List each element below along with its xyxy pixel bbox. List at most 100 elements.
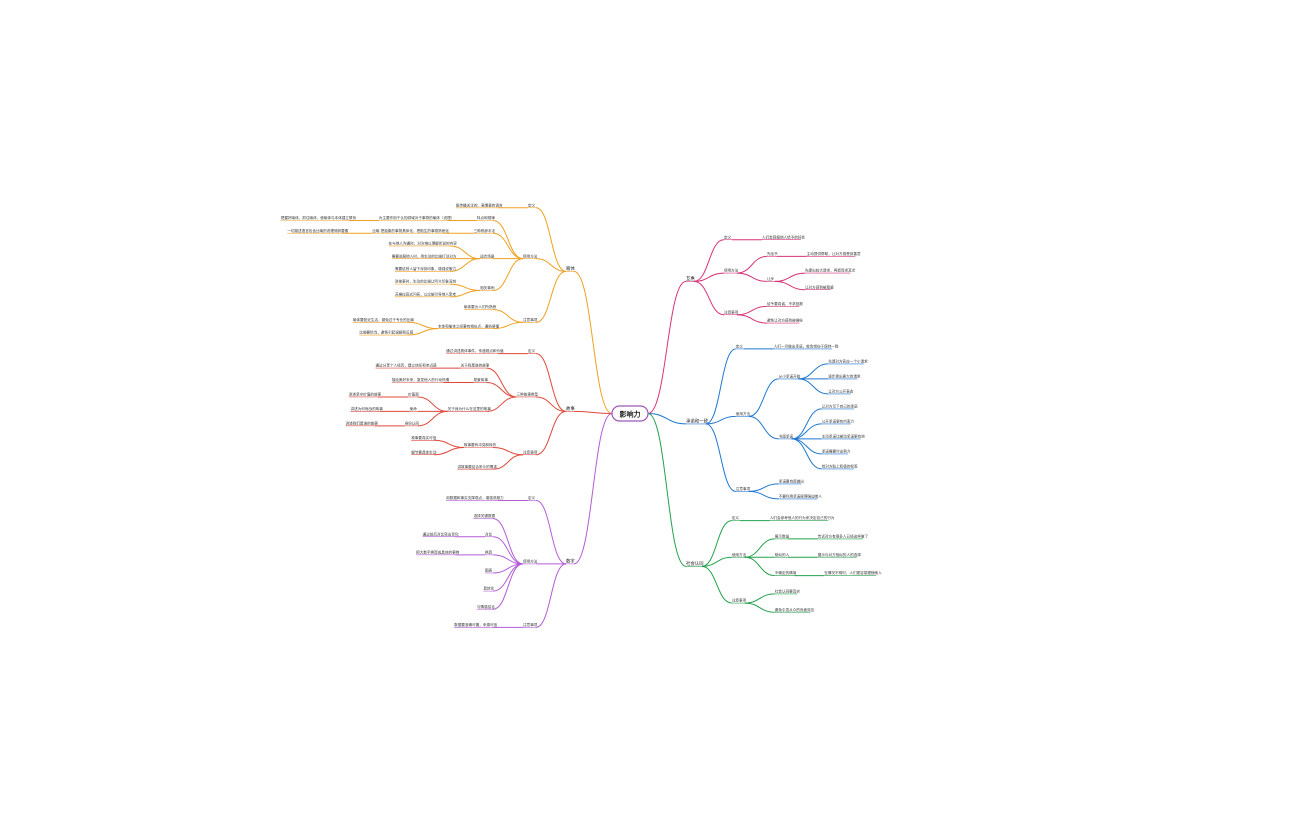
topic-node[interactable]: 喻体要贴近生活，避免过于专业的比喻 [352, 317, 414, 323]
topic-node[interactable]: 从小承诺开始 [778, 374, 801, 380]
topic-node[interactable]: 给予要真诚，不求回报 [766, 301, 803, 307]
topic-node[interactable]: 定义 [735, 344, 744, 350]
topic-node[interactable]: 承诺要自愿做出 [778, 479, 805, 485]
topic-node[interactable]: 具体化 [483, 586, 495, 592]
topic-node[interactable]: 特点和规律 [476, 215, 495, 221]
topic-node[interactable]: 使用方法 [523, 559, 538, 565]
topic-node[interactable]: 用数据和事实支撑观点，增强说服力 [446, 495, 504, 501]
topic-node[interactable]: 描绘美好未来，激发他人的行动热情 [391, 377, 450, 383]
topic-node[interactable]: 三种故事类型 [516, 392, 539, 398]
topic-node[interactable]: 讲故事要结合听众的需求 [457, 464, 497, 470]
topic-node[interactable]: 避免引发从众的负面效应 [774, 607, 815, 613]
topic-node[interactable]: 不确定的情境 [774, 570, 797, 576]
topic-node[interactable]: 通过前后对比突出变化 [422, 531, 459, 538]
topic-node[interactable]: 讲述我们是谁的故事 [345, 420, 379, 427]
topic-node[interactable]: 展示与对方相似的人的选择 [817, 552, 862, 558]
topic-node[interactable]: 故事 [566, 405, 575, 412]
topic-node[interactable]: 比喻 把抽象的事物具体化，把陌生的事物熟悉化 [372, 228, 449, 234]
topic-node[interactable]: 三种修辞手法 [473, 228, 496, 234]
topic-node[interactable]: 讲故事时，生动的比喻让听众印象深刻 [395, 279, 456, 285]
topic-node[interactable]: 相似的人 [774, 552, 790, 558]
topic-node[interactable]: 使命 [409, 406, 418, 412]
topic-node[interactable]: 苏格拉底式问答，以比喻引导他人思考 [395, 291, 456, 298]
topic-node[interactable]: 相关事例 [480, 285, 495, 291]
topic-node[interactable]: 使用方法 [735, 411, 751, 417]
topic-node[interactable]: 公开承诺更有约束力 [821, 419, 855, 425]
topic-node[interactable]: 注意事项 [523, 317, 538, 323]
topic-node[interactable]: 互惠 [686, 275, 695, 282]
topic-node[interactable]: 在与他人沟通时，对方难以理解所说的内容 [388, 241, 458, 247]
topic-node[interactable]: 需要说服他人时，用生动的比喻打动对方 [391, 253, 457, 259]
topic-node[interactable]: 需要给别人留下深刻印象，增强说服力 [395, 266, 456, 272]
topic-node[interactable]: 能传播关注的、高情景的语言 [455, 202, 503, 209]
topic-node[interactable]: 注意事项 [731, 598, 747, 604]
topic-node[interactable]: 对比 [485, 531, 494, 538]
topic-node[interactable]: 先请对方答应一个小请求 [828, 359, 868, 365]
topic-node[interactable]: 避免让对方感到被操纵 [766, 318, 803, 324]
topic-node[interactable]: 让步 [766, 276, 775, 282]
topic-node[interactable]: 图表 [485, 568, 494, 574]
topic-node[interactable]: 定义 [724, 234, 732, 241]
topic-node[interactable]: 先给予 [766, 251, 778, 257]
topic-node[interactable]: 比喻要恰当，避免引起误解和反感 [359, 330, 414, 336]
topic-node[interactable]: 一切描述语言包含比喻的说理修辞要素 [287, 228, 349, 234]
topic-node[interactable]: 适合场景 [480, 253, 495, 259]
topic-node[interactable]: 数据要准确可靠，来源可信 [454, 622, 498, 628]
topic-node[interactable]: 注意事项 [523, 622, 538, 628]
topic-node[interactable]: 为主要作用于认知领域对于事物的喻体（说理） [378, 215, 454, 221]
topic-node[interactable]: 与情感结合 [476, 604, 495, 610]
topic-node[interactable]: 价值观 [407, 392, 419, 398]
topic-node[interactable]: 选择关键数据 [473, 513, 496, 519]
topic-node[interactable]: 故事要有冲突和转折 [463, 442, 497, 448]
topic-node[interactable]: 展示数量 [774, 534, 790, 540]
topic-node[interactable]: 本体和喻体之间要有相似点，通俗易懂 [437, 323, 499, 329]
topic-node[interactable]: 定义 [731, 515, 740, 521]
topic-node[interactable]: 喻体 [566, 265, 575, 272]
topic-node[interactable]: 承诺需要付出努力 [821, 449, 851, 455]
topic-node[interactable]: 告诉对方有很多人已经这样做了 [817, 534, 869, 540]
topic-node[interactable]: 讲述坚守价值的故事 [348, 392, 382, 398]
topic-node[interactable]: 定义 [528, 348, 536, 354]
topic-node[interactable]: 把大数字换算成具体的事物 [416, 549, 460, 556]
topic-node[interactable]: 故事要真实可信 [411, 435, 437, 441]
topic-node[interactable]: 承诺和一致 [686, 418, 709, 425]
topic-node[interactable]: 使用方法 [731, 552, 747, 558]
topic-node[interactable]: 让对方感到被尊重 [804, 284, 834, 291]
topic-node[interactable]: 数字 [566, 558, 575, 565]
topic-node[interactable]: 关于我是谁的故事 [460, 363, 490, 369]
topic-node[interactable]: 逐步提出更大的请求 [828, 374, 861, 380]
topic-node[interactable]: 社会认同要真实 [774, 589, 801, 595]
topic-node[interactable]: 人们一旦做出承诺，就会倾向于保持一致 [773, 344, 839, 350]
topic-node[interactable]: 关于我为什么在这里的故事 [447, 406, 492, 412]
topic-node[interactable]: 换算 [485, 549, 494, 556]
topic-node[interactable]: 人们会参考他人的行为来决定自己的行为 [769, 515, 835, 521]
topic-node[interactable]: 在情况不明时，人们更容易跟随他人 [824, 570, 882, 576]
topic-node[interactable]: 定义 [528, 202, 536, 209]
topic-node[interactable]: 注意事项 [724, 309, 739, 316]
topic-node[interactable]: 注意事项 [735, 486, 751, 492]
topic-label: 人们会回报他人给予的好处 [762, 234, 806, 239]
topic-node[interactable]: 使用方法 [724, 268, 739, 274]
topic-node[interactable]: 让对方公开表态 [828, 389, 854, 395]
topic-node[interactable]: 愿景故事 [473, 377, 489, 383]
topic-node[interactable]: 喻体要为人们所熟悉 [463, 304, 497, 310]
topic-node[interactable]: 给对方贴上积极的标签 [821, 464, 858, 470]
topic-node[interactable]: 定义 [528, 495, 536, 501]
topic-node[interactable]: 让对方写下自己的承诺 [821, 404, 858, 410]
topic-node[interactable]: 通过分享个人经历，建立信任和亲近感 [375, 363, 437, 369]
topic-node[interactable]: 主动承诺比被动承诺更有效 [821, 434, 866, 440]
topic-node[interactable]: 主动提供帮助，让对方感受到善意 [806, 251, 861, 257]
root-node[interactable]: 影响力 [611, 405, 649, 422]
topic-node[interactable]: 讲述为何而战的故事 [350, 406, 384, 412]
topic-node[interactable]: 使用方法 [523, 253, 538, 259]
topic-node[interactable]: 人们会回报他人给予的好处 [762, 234, 806, 241]
topic-node[interactable]: 注意事项 [523, 449, 538, 456]
topic-node[interactable]: 细节要具体生动 [411, 449, 437, 456]
topic-node[interactable]: 通过讲述具体事件，传递观点和价值 [446, 348, 504, 354]
topic-node[interactable]: 身份认同 [404, 420, 420, 427]
topic-node[interactable]: 书面承诺 [778, 434, 794, 440]
topic-node[interactable]: 社会认同 [686, 560, 704, 567]
topic-node[interactable]: 把握好喻体，抓住喻体，使喻体与本体建立联系 [280, 215, 357, 221]
topic-node[interactable]: 先提出较大请求，再退而求其次 [804, 268, 856, 274]
topic-node[interactable]: 不要利用承诺原理强迫他人 [778, 494, 823, 500]
